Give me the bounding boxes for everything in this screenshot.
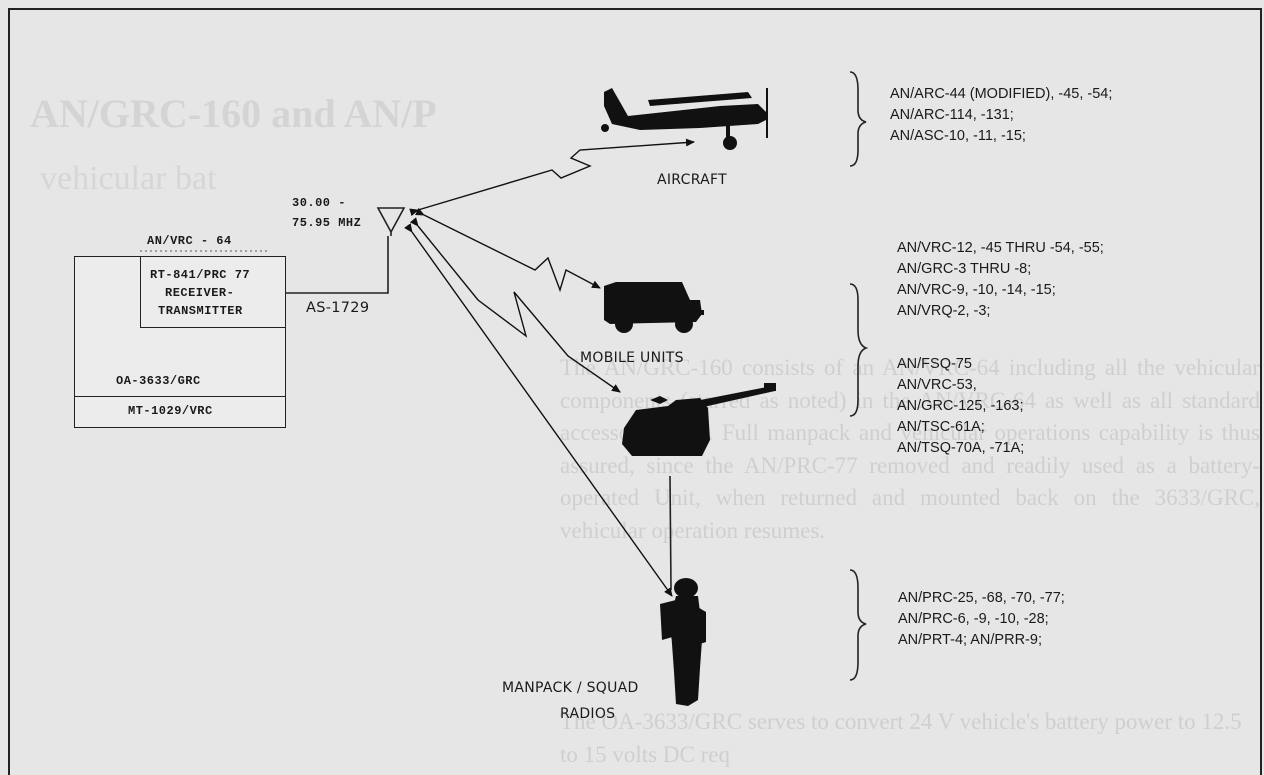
list-item: AN/VRC-12, -45 THRU -54, -55; — [897, 240, 1104, 256]
list-item: AN/VRC-9, -10, -14, -15; — [897, 282, 1056, 298]
mt1029-box — [74, 396, 286, 428]
list-item: AN/PRT-4; AN/PRR-9; — [898, 632, 1042, 648]
aircraft-label: AIRCRAFT — [657, 172, 728, 188]
aircraft-compatible-list: AN/ARC-44 (MODIFIED), -45, -54; AN/ARC-1… — [890, 84, 1112, 147]
list-item: AN/GRC-3 THRU -8; — [897, 261, 1032, 277]
list-item: AN/ARC-114, -131; — [890, 107, 1014, 123]
mobile-units-label: MOBILE UNITS — [580, 350, 684, 366]
amp-label: OA-3633/GRC — [116, 374, 201, 388]
mobile-compatible-list-b: AN/FSQ-75 AN/VRC-53, AN/GRC-125, -163; A… — [897, 354, 1024, 459]
manpack-label-line2: RADIOS — [560, 706, 616, 722]
bracket-manpack — [849, 569, 867, 681]
manpack-compatible-list: AN/PRC-25, -68, -70, -77; AN/PRC-6, -9, … — [898, 588, 1065, 651]
background-paragraph-2: The OA-3633/GRC serves to convert 24 V v… — [560, 709, 1242, 767]
tank-link — [409, 217, 621, 393]
list-item: AN/TSQ-70A, -71A; — [897, 440, 1025, 456]
bracket-aircraft — [849, 71, 867, 167]
mobile-compatible-list-a: AN/VRC-12, -45 THRU -54, -55; AN/GRC-3 T… — [897, 238, 1104, 322]
rt-line2: RECEIVER- — [165, 286, 235, 300]
jeep-icon — [604, 282, 704, 333]
list-item: AN/VRQ-2, -3; — [897, 303, 991, 319]
list-item: AN/GRC-125, -163; — [897, 398, 1024, 414]
aircraft-icon — [601, 88, 768, 150]
mobile-link — [415, 207, 601, 293]
background-subheading: vehicular bat — [40, 160, 217, 197]
list-item: AN/TSC-61A; — [897, 419, 985, 435]
rt-line3: TRANSMITTER — [158, 304, 243, 318]
manpack-label-line1: MANPACK / SQUAD — [502, 680, 639, 696]
list-item: AN/PRC-25, -68, -70, -77; — [898, 590, 1065, 606]
frequency-line2: 75.95 MHZ — [292, 216, 362, 230]
rt-line1: RT-841/PRC 77 — [150, 268, 251, 282]
antenna-icon — [376, 207, 406, 236]
list-item: AN/VRC-53, — [897, 377, 977, 393]
bracket-mobile — [849, 283, 869, 417]
list-item: AN/ASC-10, -11, -15; — [890, 128, 1026, 144]
manpack-link — [404, 223, 673, 597]
vehicle-label: AN/VRC - 64 — [147, 234, 232, 248]
aircraft-link — [409, 138, 695, 217]
frequency-line1: 30.00 - — [292, 196, 346, 210]
background-heading: AN/GRC-160 and AN/P — [30, 91, 437, 136]
mount-label: MT-1029/VRC — [128, 404, 213, 418]
rt841-box — [140, 256, 286, 328]
soldier-icon — [660, 578, 706, 706]
tank-icon — [622, 383, 776, 456]
list-item: AN/PRC-6, -9, -10, -28; — [898, 611, 1049, 627]
antenna-model-label: AS-1729 — [306, 300, 370, 316]
list-item: AN/ARC-44 (MODIFIED), -45, -54; — [890, 86, 1113, 102]
list-item: AN/FSQ-75 — [897, 356, 972, 372]
